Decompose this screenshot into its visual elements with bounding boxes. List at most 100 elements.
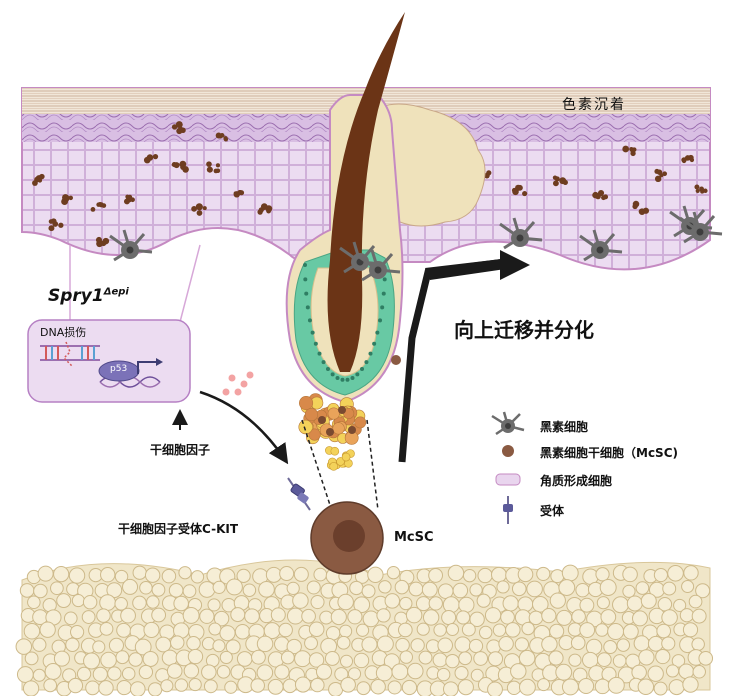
- fat-cell: [595, 623, 609, 637]
- fat-cell: [99, 594, 116, 611]
- fat-cell: [219, 650, 233, 664]
- legend-label-receptor: 受体: [540, 504, 565, 518]
- fat-cell: [27, 595, 41, 610]
- upward-migration-arrow: [398, 250, 530, 463]
- fat-cell: [607, 676, 625, 694]
- fat-cell: [441, 610, 457, 626]
- melanin-granule: [689, 157, 695, 163]
- melanin-granule: [58, 222, 64, 228]
- fat-cell: [178, 566, 192, 580]
- fat-cell: [143, 621, 160, 638]
- fat-cell: [160, 679, 174, 693]
- fat-cell: [170, 635, 185, 650]
- fat-cell: [550, 569, 565, 584]
- scf-label: 干细胞因子: [150, 443, 211, 457]
- fat-cell: [595, 567, 610, 582]
- fat-cell: [292, 592, 309, 609]
- fat-cell: [487, 681, 503, 696]
- fat-cell: [469, 583, 483, 597]
- sheath-cell: [335, 375, 340, 380]
- fat-cell: [384, 593, 401, 609]
- fat-cell: [98, 680, 114, 696]
- fat-cell: [294, 676, 312, 693]
- melanocyte-dendrite: [109, 229, 153, 262]
- follicle-mcsc: [391, 355, 401, 365]
- fat-cell: [106, 582, 123, 599]
- fat-cell: [428, 596, 443, 611]
- fat-cell: [637, 678, 655, 696]
- fat-cell: [212, 580, 226, 594]
- fat-cell: [596, 652, 612, 667]
- fat-cell: [334, 667, 349, 682]
- fat-cell: [92, 640, 106, 654]
- fat-cell: [68, 567, 86, 584]
- papilla-cell: [299, 396, 314, 411]
- fat-cell: [270, 607, 286, 623]
- fat-cell: [662, 581, 677, 596]
- hair-follicle: [285, 12, 486, 471]
- fat-cell: [319, 610, 334, 625]
- melanocyte-nucleus: [126, 246, 134, 254]
- fat-cell: [213, 610, 230, 627]
- fat-cell: [691, 608, 707, 624]
- melanin-granule: [266, 208, 272, 214]
- fat-cell: [370, 678, 386, 695]
- papilla-cell: [327, 407, 340, 420]
- fat-cell: [315, 663, 333, 680]
- fat-cell: [640, 592, 657, 609]
- sheath-cell: [303, 263, 307, 267]
- fat-cell: [121, 666, 136, 681]
- fat-cell: [518, 649, 536, 667]
- scf-particles: [222, 371, 254, 396]
- sheath-cell: [382, 277, 387, 282]
- fat-cell: [81, 610, 96, 624]
- fat-cell: [378, 580, 392, 594]
- melanin-granule: [196, 210, 203, 216]
- fat-cell: [76, 666, 92, 682]
- melanocyte-dendrite: [579, 229, 623, 262]
- fat-cell: [571, 609, 586, 624]
- legend: [491, 411, 525, 524]
- spry1-inset: [27, 244, 201, 403]
- fat-cell: [122, 578, 139, 595]
- fat-cell: [337, 593, 354, 611]
- fat-cell: [422, 609, 440, 626]
- fat-cell: [340, 676, 356, 693]
- fat-cell: [568, 653, 582, 667]
- fat-cell: [274, 664, 290, 680]
- fat-cell: [579, 597, 595, 613]
- melanin-granule: [632, 147, 637, 152]
- mcsc-icon: [502, 445, 514, 457]
- papilla-cell: [354, 416, 367, 429]
- zoom-line-left: [301, 419, 331, 506]
- fat-cell: [301, 608, 316, 624]
- sheath-cell: [364, 360, 369, 365]
- fat-cell: [83, 652, 101, 670]
- melanin-granule: [592, 191, 599, 199]
- papilla-cell: [298, 419, 313, 435]
- melanocyte: [579, 229, 623, 262]
- fat-cell: [361, 584, 376, 599]
- fat-cell: [456, 610, 471, 625]
- fat-cell: [421, 581, 438, 598]
- dermal-papilla: [298, 393, 367, 471]
- fat-cell: [469, 611, 485, 628]
- fat-cell: [635, 581, 650, 595]
- fat-cell: [132, 565, 147, 580]
- melanin-granule: [662, 171, 668, 177]
- fat-cell: [286, 581, 300, 595]
- fat-cell: [632, 610, 648, 627]
- melanin-granule: [176, 127, 183, 135]
- fat-cell: [401, 679, 418, 696]
- fat-cell: [182, 606, 200, 624]
- fat-cell: [454, 636, 471, 653]
- fat-cell: [398, 622, 413, 638]
- melanocyte: [339, 241, 383, 274]
- fat-cell: [541, 608, 557, 624]
- fat-cell: [99, 621, 114, 636]
- fat-cell: [375, 664, 393, 682]
- fat-cell: [85, 680, 100, 696]
- fat-cell: [457, 679, 474, 696]
- fat-cell: [69, 624, 85, 640]
